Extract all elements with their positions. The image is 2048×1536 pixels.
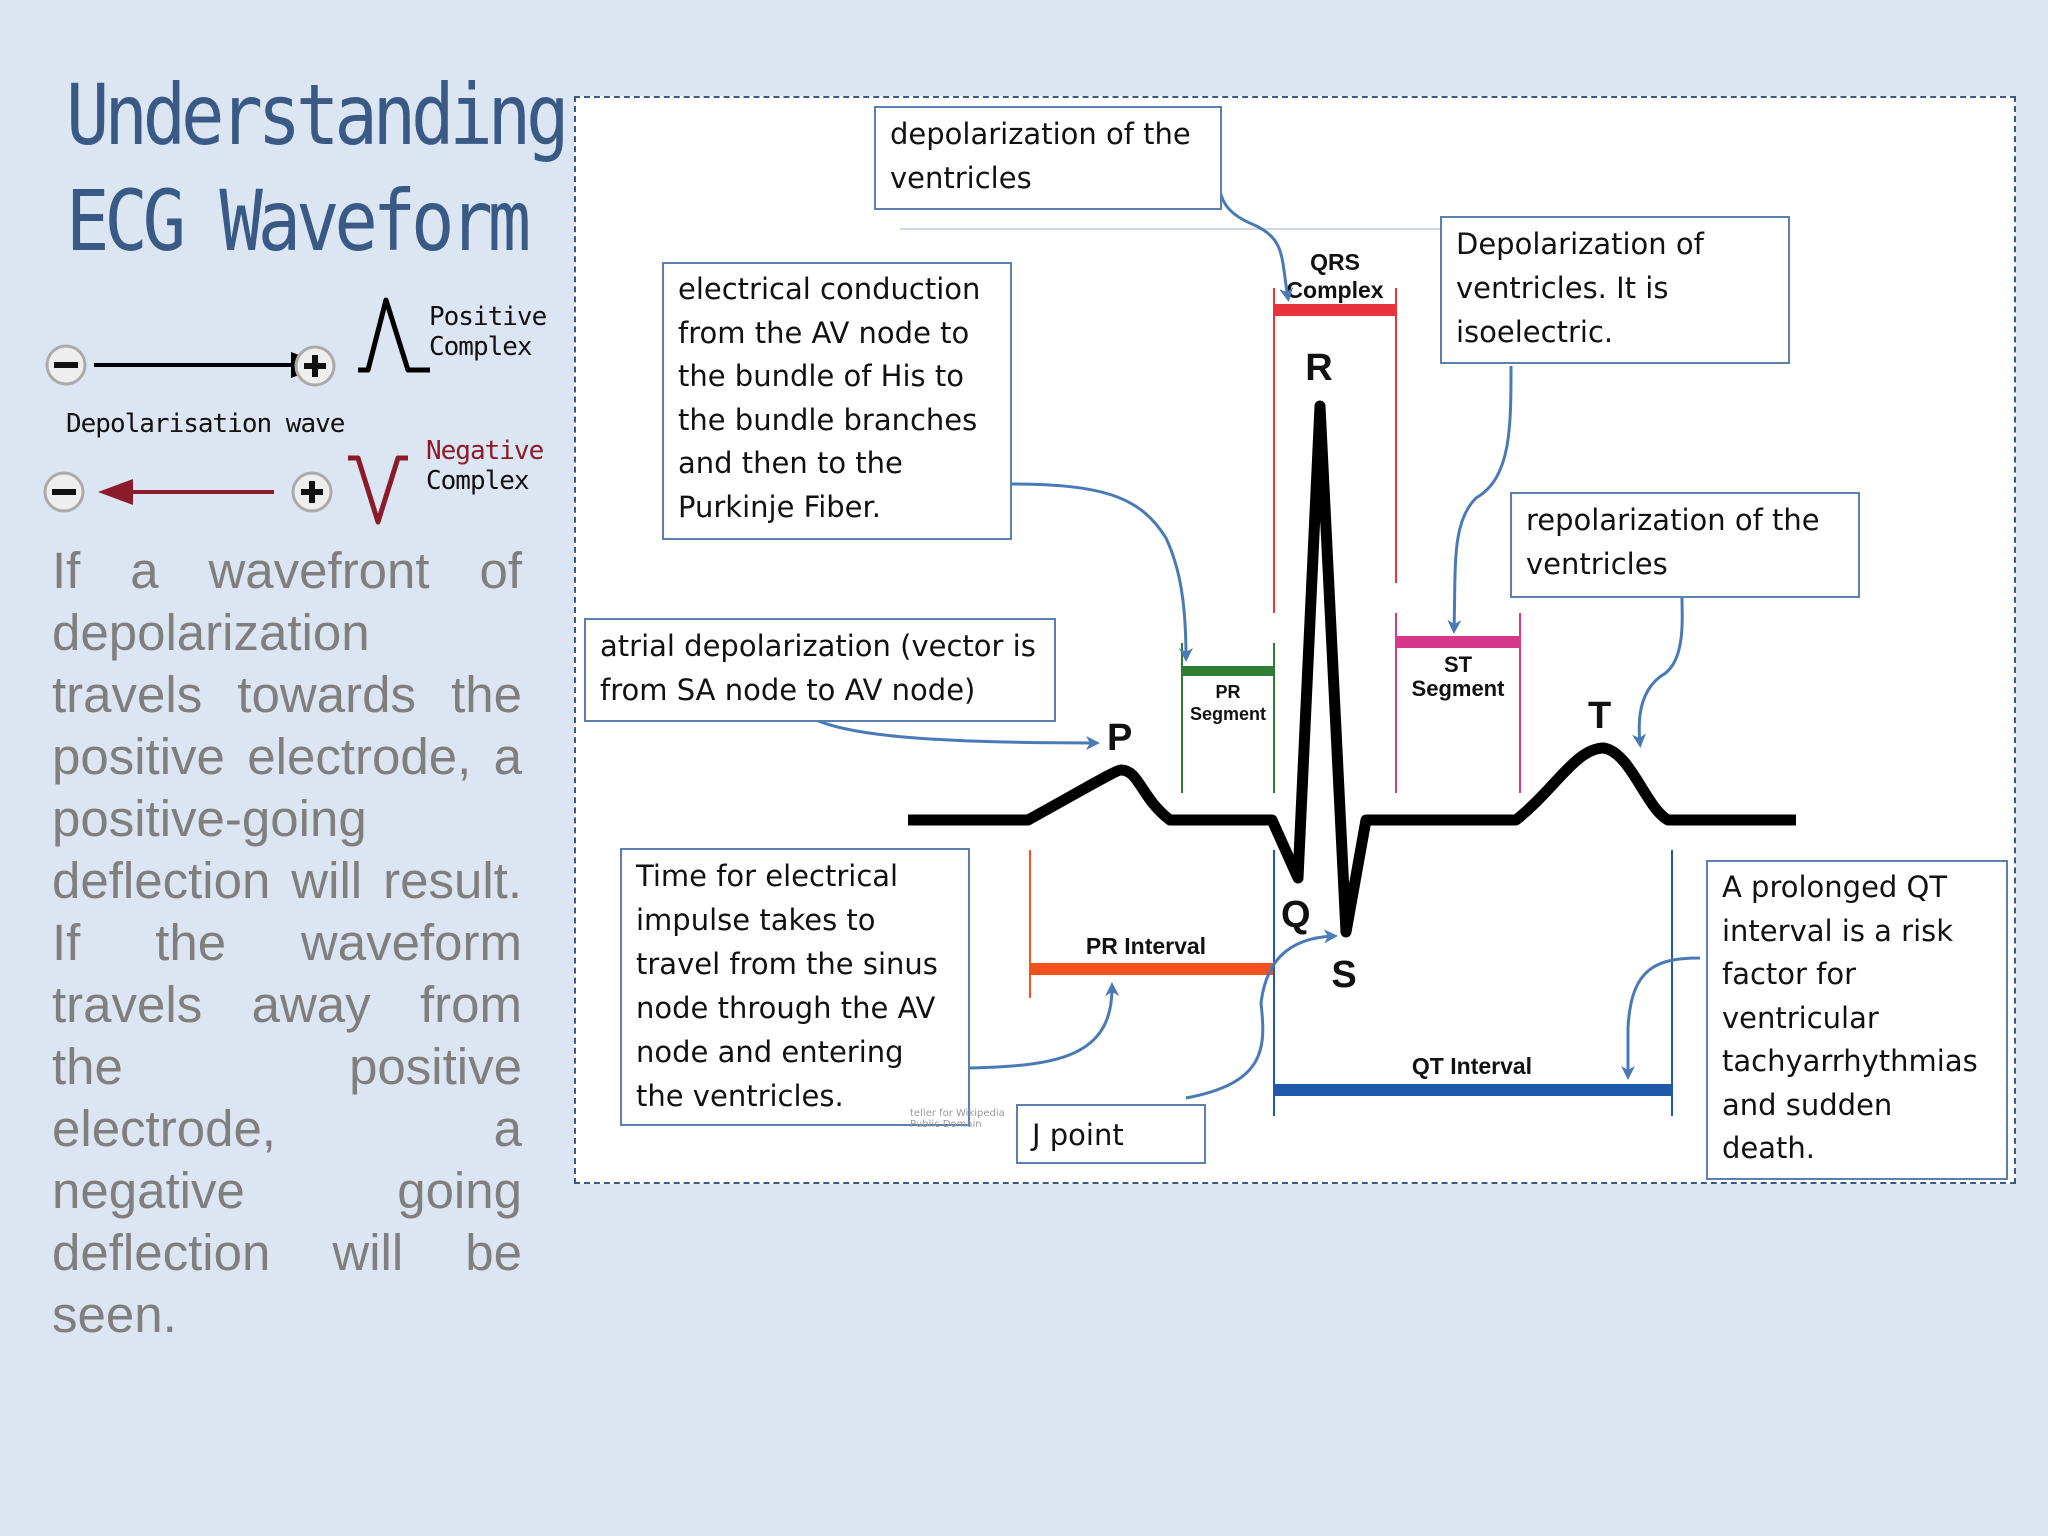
qt-interval-label: QT Interval bbox=[1412, 1053, 1532, 1079]
st-segment-label-2: Segment bbox=[1412, 676, 1506, 701]
callout-repolarization: repolarization of the ventricles bbox=[1510, 492, 1860, 598]
arrow-pr-time bbox=[967, 982, 1120, 1070]
ecg-diagram: P R Q S T QRS Complex PR Segment ST Segm… bbox=[813, 159, 1796, 1116]
pr-interval-marker bbox=[1029, 850, 1275, 998]
callout-st-isoelectric: Depolarization of ventricles. It is isoe… bbox=[1440, 216, 1790, 364]
annotation-arrows bbox=[813, 159, 1701, 1100]
wave-label-t: T bbox=[1588, 695, 1611, 737]
callout-qrs-depolarization: depolarization of the ventricles bbox=[874, 106, 1222, 210]
callout-atrial-depolarization: atrial depolarization (vector is from SA… bbox=[584, 618, 1056, 722]
arrow-j-point bbox=[1185, 929, 1338, 1100]
arrow-st-isoelectric bbox=[1447, 365, 1513, 634]
positive-complex-label-2: Complex bbox=[429, 332, 532, 362]
depolarisation-wave-label: Depolarisation wave bbox=[66, 409, 345, 439]
arrow-atrial bbox=[813, 717, 1100, 750]
qt-interval-marker bbox=[1273, 850, 1673, 1116]
minus-electrode-icon-2 bbox=[43, 471, 85, 513]
plus-electrode-icon bbox=[294, 345, 336, 387]
pr-segment-label-1: PR bbox=[1215, 682, 1240, 702]
negative-complex-icon bbox=[348, 455, 408, 525]
arrow-av-conduction bbox=[1009, 482, 1193, 662]
polarity-explanation: If a wavefront of depolarization travels… bbox=[52, 542, 522, 1343]
plus-electrode-icon-2 bbox=[291, 471, 333, 513]
ecg-waveform bbox=[908, 400, 1796, 938]
polarity-legend: Positive Complex Depolarisation wave Neg… bbox=[43, 297, 548, 525]
negative-complex-label-1: Negative bbox=[426, 436, 544, 466]
wave-label-p: P bbox=[1107, 717, 1132, 759]
pr-segment-label-2: Segment bbox=[1190, 704, 1266, 724]
slide-title: Understanding ECG Waveform bbox=[66, 62, 569, 274]
wave-label-q: Q bbox=[1281, 894, 1311, 936]
pr-interval-label: PR Interval bbox=[1086, 933, 1206, 959]
callout-pr-time: Time for electrical impulse takes to tra… bbox=[620, 848, 970, 1126]
minus-electrode-icon bbox=[45, 344, 87, 386]
image-credit: teller for Wikipedia Public Domain bbox=[910, 1108, 1005, 1130]
arrow-repolarization bbox=[1632, 597, 1684, 748]
title-line-1: Understanding bbox=[66, 66, 569, 164]
qrs-label-2: Complex bbox=[1286, 277, 1383, 303]
title-line-2: ECG Waveform bbox=[66, 172, 531, 270]
callout-j-point: J point bbox=[1016, 1104, 1206, 1164]
st-segment-label-1: ST bbox=[1444, 652, 1473, 677]
callout-av-conduction: electrical conduction from the AV node t… bbox=[662, 262, 1012, 540]
wave-label-s: S bbox=[1331, 954, 1356, 996]
ecg-diagram-panel: P R Q S T QRS Complex PR Segment ST Segm… bbox=[574, 96, 2016, 1184]
st-segment-marker bbox=[1395, 613, 1521, 793]
callout-qt-risk: A prolonged QT interval is a risk factor… bbox=[1706, 860, 2008, 1180]
arrow-qt-risk bbox=[1621, 956, 1701, 1080]
qrs-label-1: QRS bbox=[1310, 249, 1360, 275]
qrs-complex-marker bbox=[1273, 288, 1397, 613]
pr-segment-marker bbox=[1181, 643, 1275, 793]
positive-complex-icon bbox=[358, 297, 430, 373]
positive-complex-label-1: Positive bbox=[429, 302, 547, 332]
negative-arrow-head bbox=[98, 479, 133, 505]
wave-label-r: R bbox=[1305, 347, 1332, 389]
negative-complex-label-2: Complex bbox=[426, 466, 529, 496]
